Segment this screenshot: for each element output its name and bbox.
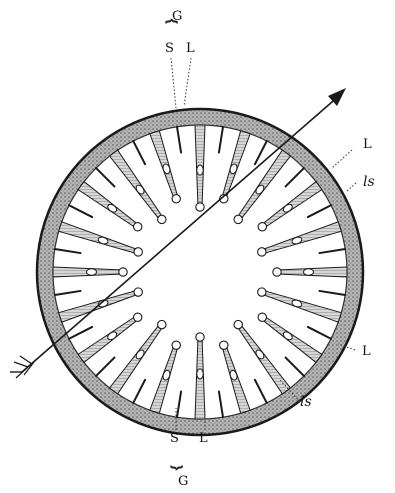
septum-tip <box>134 223 142 231</box>
septum-tip <box>134 313 142 321</box>
septum-lobe <box>197 369 203 379</box>
bottom-brace: ⏟ <box>170 446 183 468</box>
label-top-s: S <box>165 42 174 55</box>
septum-tip <box>234 320 242 328</box>
label-top-g: G <box>172 10 182 23</box>
septum-tip <box>273 268 281 276</box>
septum-tip <box>196 333 204 341</box>
septum-lobe <box>197 165 203 175</box>
septum-lobe <box>304 269 314 275</box>
septum-tip <box>172 341 180 349</box>
septum-tip <box>196 203 204 211</box>
septum-tip <box>258 223 266 231</box>
septum-tip <box>258 313 266 321</box>
septum-tip <box>258 248 266 256</box>
septum-lobe <box>87 269 97 275</box>
septum-tip <box>258 288 266 296</box>
septum-tip <box>134 248 142 256</box>
label-right-ls-lower: ls <box>300 395 312 409</box>
septum-tip <box>134 288 142 296</box>
label-bottom-l: L <box>199 432 208 445</box>
label-right-l-lower: L <box>362 345 371 358</box>
label-bottom-g: G <box>178 475 188 488</box>
septum-tip <box>158 320 166 328</box>
septum-tip <box>158 215 166 223</box>
label-right-l-upper: L <box>363 138 372 151</box>
label-right-ls-upper: ls <box>363 175 375 189</box>
label-top-l: L <box>186 42 195 55</box>
septum-tip <box>119 268 127 276</box>
septum-tip <box>172 195 180 203</box>
septum-tip <box>234 215 242 223</box>
septum-tip <box>220 341 228 349</box>
